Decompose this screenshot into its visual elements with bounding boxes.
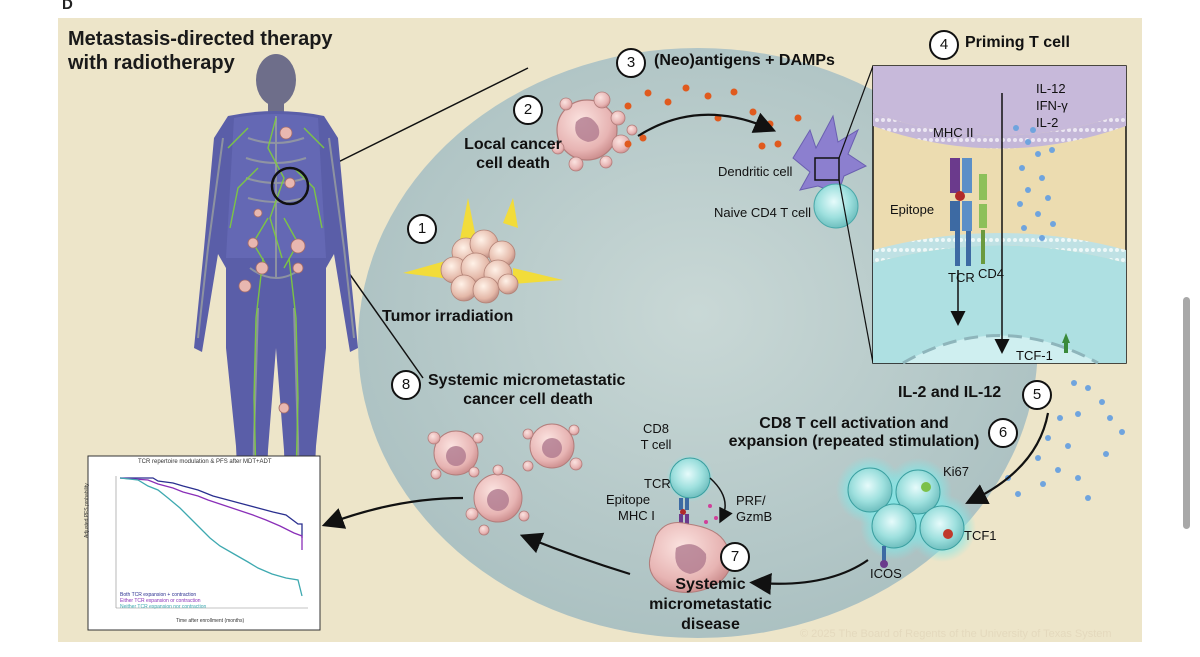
mini-legend-neither: Neither TCR expansion nor contraction	[120, 604, 207, 610]
cd8-killing-graphic	[648, 454, 733, 593]
step-8-label-line2: cancer cell death	[463, 391, 593, 408]
tcf1-inset-label: TCF-1	[1016, 348, 1053, 363]
step-4-label: Priming T cell	[965, 34, 1070, 51]
step-5-number: 5	[1022, 380, 1052, 410]
tcf1-label: TCF1	[964, 528, 997, 543]
cd8-label-line1: CD8	[642, 421, 669, 436]
naive-cd4-label: Naive CD4 T cell	[714, 205, 812, 220]
mini-chart-ylabel: Adjusted PFS probability	[84, 483, 90, 538]
step-3-number: 3	[616, 48, 646, 78]
tumor-irradiation-graphic	[403, 198, 563, 304]
diagram-svg	[87, 48, 1127, 638]
arrow-to-systemic-disease	[749, 559, 869, 595]
mini-legend-either: Either TCR expansion or contraction	[120, 598, 201, 604]
mhc2-label: MHC II	[933, 125, 974, 140]
damp-particles	[624, 84, 802, 150]
zoom-line-top	[309, 67, 529, 177]
tcr-label: TCR	[644, 476, 671, 491]
step-6-number: 6	[988, 418, 1018, 448]
dendritic-cell-label: Dendritic cell	[718, 164, 793, 179]
panel-letter: D	[62, 0, 73, 13]
body-zoom-circle	[270, 166, 310, 206]
mini-chart-title: TCR repertoire modulation & PFS after MD…	[138, 459, 272, 465]
cd8-expansion-cluster	[836, 456, 976, 568]
mini-legend-both: Both TCR expansion + contraction	[120, 592, 197, 598]
step-4-number: 4	[929, 30, 959, 60]
mhc1-label: MHC I	[618, 508, 655, 523]
scrollbar-thumb[interactable]	[1183, 297, 1190, 529]
priming-inset	[872, 65, 1127, 365]
icos-label: ICOS	[870, 566, 902, 581]
step-8-number: 8	[391, 370, 421, 400]
copyright-text: © 2025 The Board of Regents of the Unive…	[800, 628, 1112, 640]
figure-title-line2: with radiotherapy	[68, 52, 235, 74]
mini-chart-xlabel: Time after enrollment (months)	[176, 618, 245, 624]
step-1-label: Tumor irradiation	[382, 308, 514, 325]
dendritic-cell-graphic	[792, 114, 868, 229]
step-8-label-line1: Systemic micrometastatic	[428, 372, 626, 389]
cd8-label-line2: T cell	[640, 437, 672, 452]
cytokine-label-line1: IL-12	[1036, 81, 1066, 96]
step-5-label: IL-2 and IL-12	[898, 384, 1002, 401]
step-6-label-line2: expansion (repeated stimulation)	[728, 433, 980, 450]
arrow-to-pfs-chart	[321, 496, 464, 529]
step-7-number: 7	[720, 542, 750, 572]
step-1-number: 1	[407, 214, 437, 244]
ki67-label: Ki67	[943, 464, 970, 479]
cd4-label: CD4	[978, 266, 1005, 281]
pfs-mini-chart	[87, 455, 321, 631]
step-2-label-line1: Local cancer	[464, 136, 562, 153]
arrow-to-cd8-expansion	[965, 412, 1050, 505]
step-7-label-line2: micrometastatic	[649, 596, 772, 613]
step-7-label-line1: Systemic	[675, 576, 746, 593]
figure-title-line1: Metastasis-directed therapy	[68, 28, 333, 50]
step-7-label-line3: disease	[681, 616, 740, 633]
epitope-inset-label: Epitope	[890, 202, 935, 217]
human-body-figure	[194, 54, 358, 618]
step-6-label-line1: CD8 T cell activation and	[759, 415, 949, 432]
prf-label-line1: PRF/	[736, 493, 766, 508]
figure-panel: Metastasis-directed therapy with radioth…	[58, 18, 1142, 642]
epitope-label: Epitope	[606, 492, 651, 507]
arrow-to-cell-death	[519, 532, 631, 576]
step-3-label: (Neo)antigens + DAMPs	[654, 52, 835, 69]
step-2-number: 2	[513, 95, 543, 125]
systemic-dying-cells	[427, 423, 583, 536]
tcr-inset-label: TCR	[948, 270, 975, 285]
step-2-label-line2: cell death	[476, 155, 550, 172]
arrow-antigen-to-dc	[637, 112, 777, 137]
cytokine-label-line3: IL-2	[1036, 115, 1059, 130]
dying-tumor-cell-local	[551, 91, 638, 172]
cytokine-label-line2: IFN-γ	[1036, 98, 1068, 113]
prf-label-line2: GzmB	[736, 509, 773, 524]
